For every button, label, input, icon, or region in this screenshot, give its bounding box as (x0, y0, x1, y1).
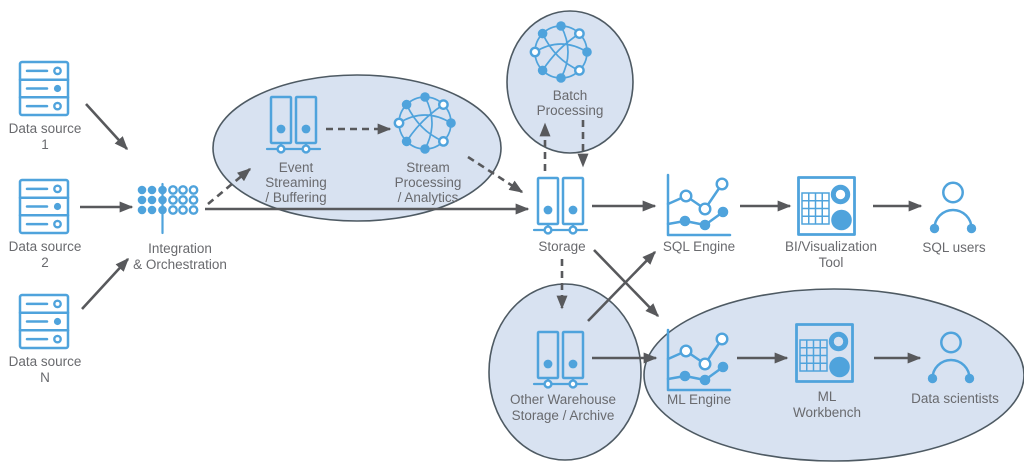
bi-tool-label-line1: BI/Visualization (785, 239, 877, 254)
ml-engine-label: ML Engine (667, 392, 731, 407)
ds1-label-line1: Data source (9, 121, 82, 136)
stream-processing-label-line3: / Analytics (398, 190, 459, 205)
dots-matrix-icon (137, 182, 199, 235)
arrow-other-warehouse-to-sql-engine (587, 251, 656, 322)
batch-processing-ellipse (506, 10, 634, 154)
batch-processing-label-line1: Batch (553, 88, 588, 103)
ml-workbench-label-line1: ML (818, 389, 837, 404)
dashed-arrow-streaming-group-to-storage (467, 155, 524, 194)
dashboard-icon (799, 178, 855, 235)
ds2-label-line2: 2 (41, 255, 49, 270)
dashed-arrow-integration-to-streaming-group (207, 168, 252, 205)
stream-processing-label-line2: Processing (395, 175, 462, 190)
batch-processing-label-line2: Processing (537, 103, 604, 118)
server-icon (18, 60, 70, 117)
storage-tanks-icon (532, 176, 589, 235)
line-chart-icon (666, 173, 732, 237)
arrow-dsn-to-integration (81, 257, 129, 310)
person-icon (928, 181, 978, 235)
other-warehouse-label-line2: Storage / Archive (512, 408, 615, 423)
streaming-group-ellipse (212, 74, 502, 222)
data-scientists-label: Data scientists (911, 391, 999, 406)
event-streaming-label-line3: / Buffering (265, 190, 326, 205)
arrow-ds1-to-integration (85, 103, 128, 151)
bi-tool-label-line2: Tool (819, 255, 844, 270)
dsn-label-line1: Data source (9, 354, 82, 369)
storage-label: Storage (538, 239, 585, 254)
sql-users-label: SQL users (922, 240, 986, 255)
other-warehouse-label-line1: Other Warehouse (510, 392, 616, 407)
dsn-label-line2: N (40, 370, 50, 385)
event-streaming-label-line1: Event (279, 160, 314, 175)
server-icon (18, 293, 70, 350)
integration-label-line1: Integration (148, 241, 212, 256)
event-streaming-label-line2: Streaming (265, 175, 327, 190)
ml-workbench-label-line2: Workbench (793, 405, 861, 420)
ds2-label-line1: Data source (9, 239, 82, 254)
integration-label-line2: & Orchestration (133, 257, 227, 272)
stream-processing-label-line1: Stream (406, 160, 450, 175)
server-icon (18, 178, 70, 235)
ds1-label-line2: 1 (41, 137, 49, 152)
other-warehouse-ellipse (488, 283, 642, 461)
sql-engine-label: SQL Engine (663, 239, 735, 254)
